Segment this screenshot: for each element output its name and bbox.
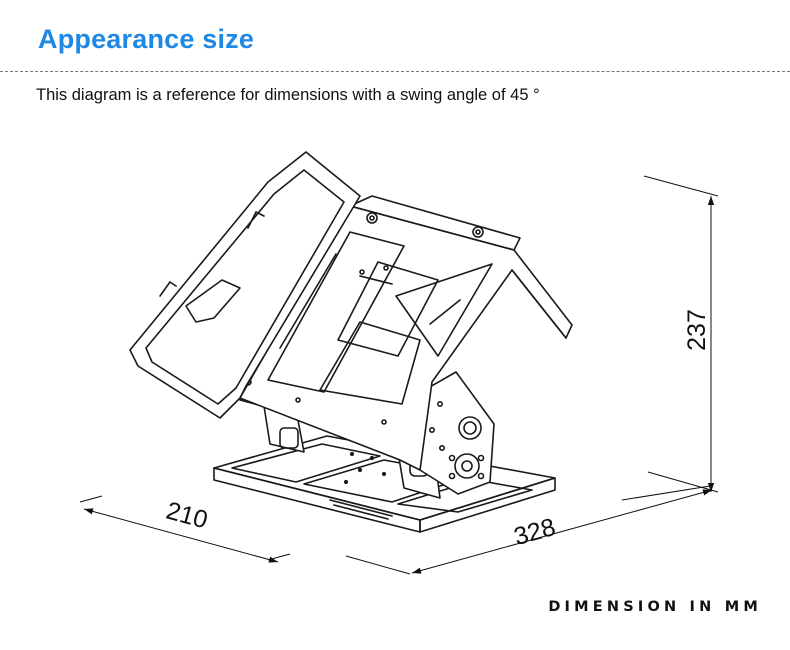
extension-line [622,486,710,500]
dimension-237 [644,176,718,492]
dimension-237-label: 237 [683,309,711,351]
page-title: Appearance size [38,24,255,54]
tilt-panel [130,152,360,418]
dimension-328 [346,486,712,574]
upper-frame [240,196,572,470]
dimension-arrow [412,489,712,574]
side-bracket [420,372,494,494]
dimension-328-label: 328 [511,513,559,551]
page-subtitle: This diagram is a reference for dimensio… [36,86,540,104]
extension-line [644,176,718,196]
extension-line [268,554,290,560]
dimension-arrow [84,508,278,563]
extension-line [648,472,718,492]
dimension-210-label: 210 [163,497,211,535]
extension-line [346,556,410,574]
dashed-divider [0,71,790,72]
extension-line [80,496,102,502]
dimension-210 [80,496,290,563]
unit-note: DIMENSION IN MM [548,599,762,615]
product-illustration [130,152,572,532]
